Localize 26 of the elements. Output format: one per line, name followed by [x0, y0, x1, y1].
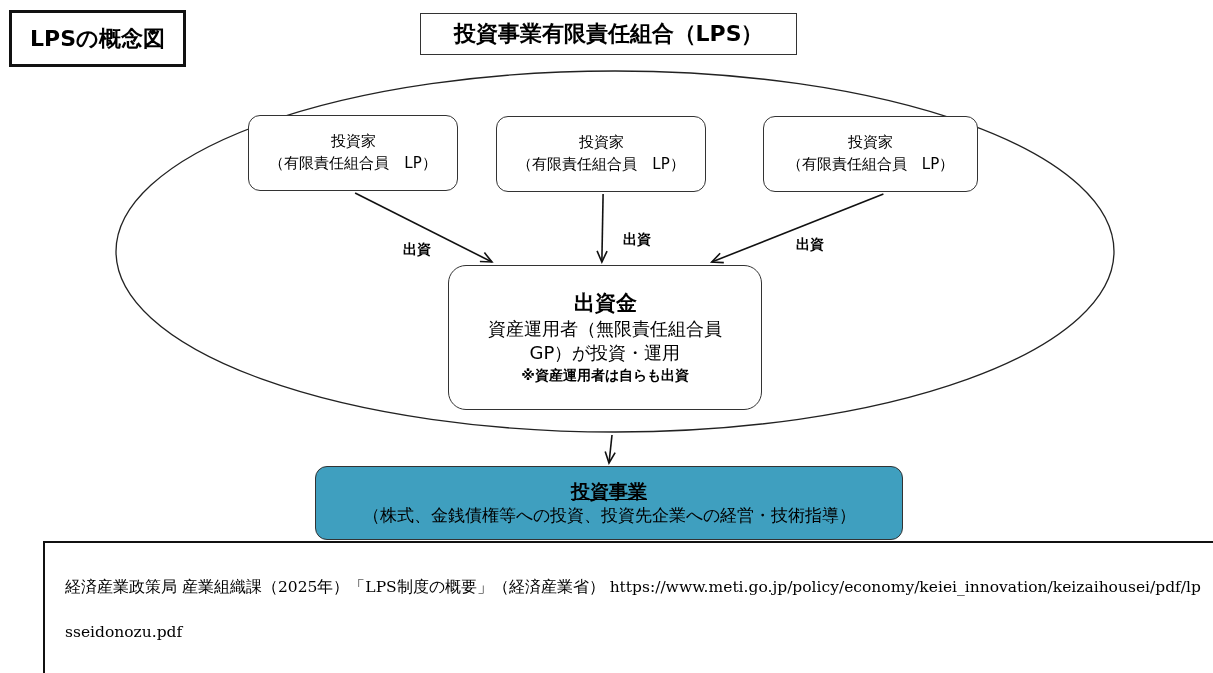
box-text: ※資産運用者は自らも出資	[521, 365, 689, 385]
box-text: （有限責任組合員 LP）	[786, 154, 955, 175]
box-text: （有限責任組合員 LP）	[517, 154, 685, 175]
box-text: 投資家	[330, 131, 376, 153]
arrow	[604, 434, 616, 464]
edge-label: 出資	[794, 236, 826, 254]
box-text: （有限責任組合員 LP）	[269, 153, 437, 174]
investor-box	[496, 116, 706, 192]
title-box: LPSの概念図	[9, 10, 186, 67]
box-text: 資産運用者（無限責任組合員 GP）が投資・運用	[487, 317, 723, 366]
edge-label: 出資	[621, 231, 653, 249]
box-heading: 投資事業	[571, 478, 647, 504]
arrow	[354, 192, 493, 263]
box-text: 投資家	[578, 132, 624, 154]
business-box	[315, 466, 903, 540]
source-note: 経済産業政策局 産業組織課（2025年）「LPS制度の概要」（経済産業省） https://www.meti.go.jp/policy/economy/keiei_innovation/keizaihousei/pdf/lpsseidonozu.pdf	[43, 541, 1213, 673]
fund-box	[448, 265, 762, 410]
heading-box: 投資事業有限責任組合（LPS）	[420, 13, 797, 55]
investor-box	[763, 116, 978, 192]
arrow	[710, 193, 885, 264]
investor-box	[248, 115, 458, 191]
arrow	[596, 193, 608, 263]
box-text: 投資家	[848, 132, 893, 154]
box-heading: 出資金	[573, 289, 637, 317]
edge-label: 出資	[401, 241, 433, 259]
box-text: （株式、金銭債権等への投資、投資先企業への経営・技術指導）	[362, 504, 856, 528]
